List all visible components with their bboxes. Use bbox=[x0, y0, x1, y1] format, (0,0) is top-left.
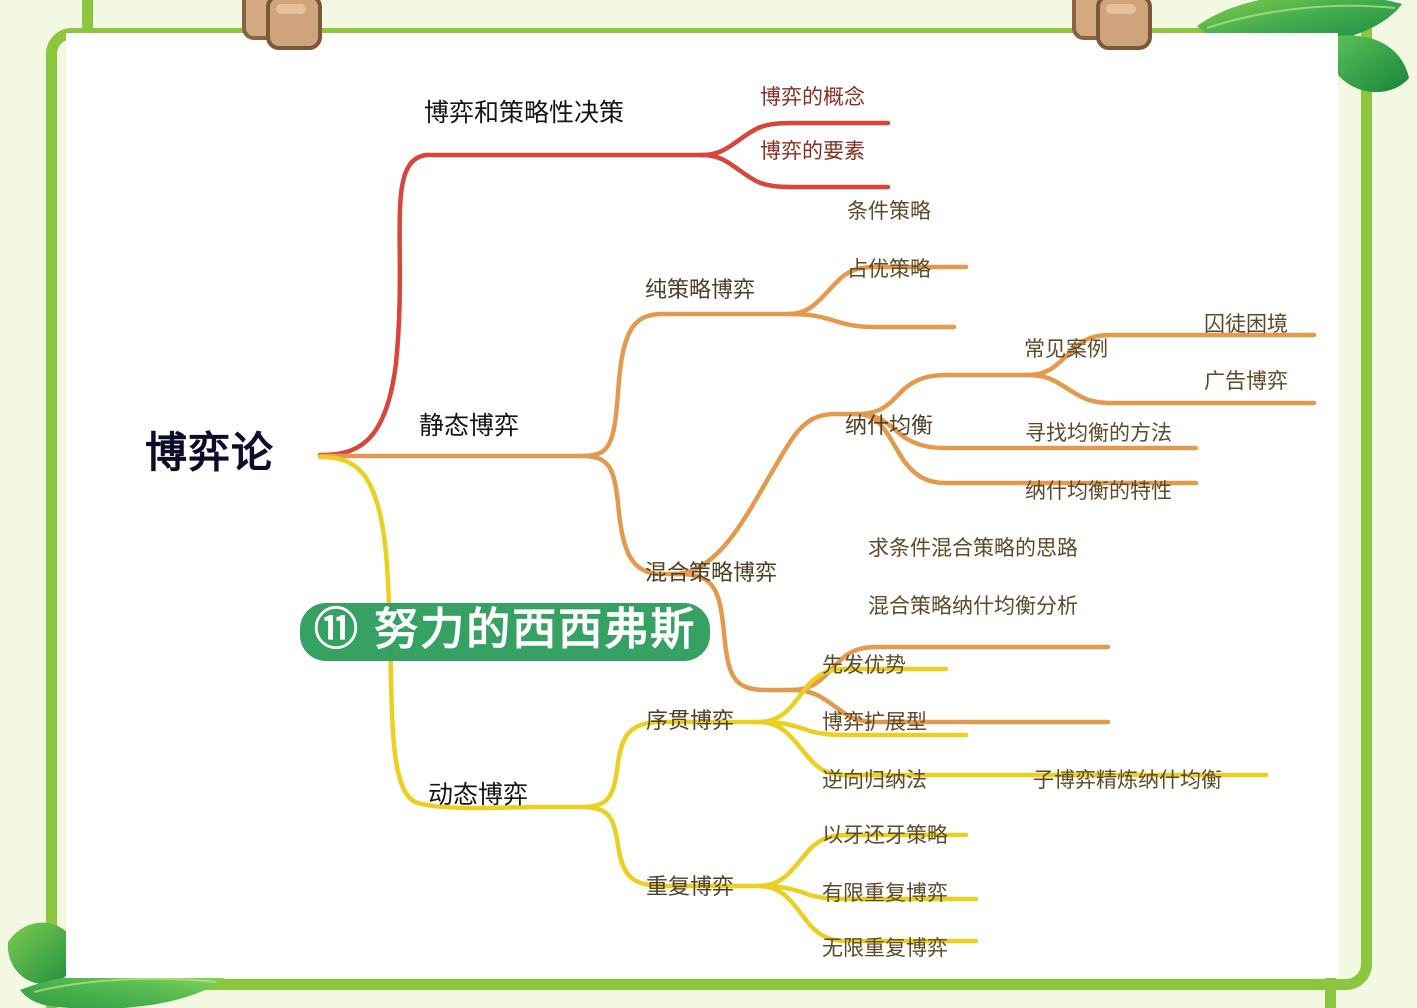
node-level3-mixed-strategy-approach[interactable]: 求条件混合策略的思路 bbox=[868, 537, 1078, 560]
mindmap-root-node[interactable]: 博弈论 bbox=[145, 429, 275, 476]
node-level3-first-mover-advantage[interactable]: 先发优势 bbox=[822, 654, 906, 677]
node-level3-nash-equilibrium-properties[interactable]: 纳什均衡的特性 bbox=[1025, 480, 1172, 503]
node-level1-dynamic-game[interactable]: 动态博弈 bbox=[428, 781, 529, 809]
node-level4-prisoners-dilemma[interactable]: 囚徒困境 bbox=[1204, 313, 1288, 336]
node-level3-conditional-strategy[interactable]: 条件策略 bbox=[847, 200, 931, 223]
paperclip-icon-left bbox=[242, 0, 322, 50]
node-level2-game-elements[interactable]: 博弈的要素 bbox=[760, 140, 865, 163]
node-level3-dominant-strategy[interactable]: 占优策略 bbox=[847, 258, 931, 281]
node-level1-static-game[interactable]: 静态博弈 bbox=[419, 412, 520, 440]
branch-line-yellow bbox=[317, 454, 1269, 944]
node-level3-finite-repeated-game[interactable]: 有限重复博弈 bbox=[822, 882, 948, 905]
node-level3-backward-induction[interactable]: 逆向归纳法 bbox=[822, 769, 927, 792]
mindmap-branches bbox=[317, 120, 1317, 944]
node-level2-nash-equilibrium[interactable]: 纳什均衡 bbox=[845, 413, 934, 438]
node-level3-extensive-form[interactable]: 博弈扩展型 bbox=[822, 711, 927, 734]
mindmap-card bbox=[66, 33, 1338, 978]
node-level2-repeated-game[interactable]: 重复博弈 bbox=[646, 874, 735, 899]
node-level3-tit-for-tat[interactable]: 以牙还牙策略 bbox=[822, 824, 948, 847]
leaf-icon-bottom-left bbox=[7, 922, 225, 1008]
node-level2-sequential-game[interactable]: 序贯博弈 bbox=[646, 708, 735, 733]
node-level2-game-concept[interactable]: 博弈的概念 bbox=[760, 86, 865, 109]
node-level2-mixed-strategy-game[interactable]: 混合策略博弈 bbox=[645, 560, 778, 585]
branch-line-orange bbox=[317, 264, 1317, 725]
node-level3-common-cases[interactable]: 常见案例 bbox=[1024, 338, 1108, 361]
watermark-text: ⑪ 努力的西西弗斯 bbox=[300, 603, 711, 662]
node-level3-infinite-repeated-game[interactable]: 无限重复博弈 bbox=[822, 937, 948, 960]
node-level1-game-and-strategic-decision[interactable]: 博弈和策略性决策 bbox=[424, 99, 625, 127]
node-level4-subgame-perfect-nash-equilibrium[interactable]: 子博弈精炼纳什均衡 bbox=[1033, 769, 1222, 792]
branch-line-red bbox=[317, 120, 891, 458]
node-level4-advertising-game[interactable]: 广告博弈 bbox=[1204, 370, 1288, 393]
paperclip-icon-right bbox=[1072, 0, 1152, 50]
node-level3-equilibrium-search-method[interactable]: 寻找均衡的方法 bbox=[1025, 422, 1172, 445]
node-level3-mixed-strategy-nash-analysis[interactable]: 混合策略纳什均衡分析 bbox=[868, 595, 1078, 618]
node-level2-pure-strategy-game[interactable]: 纯策略博弈 bbox=[645, 277, 756, 302]
